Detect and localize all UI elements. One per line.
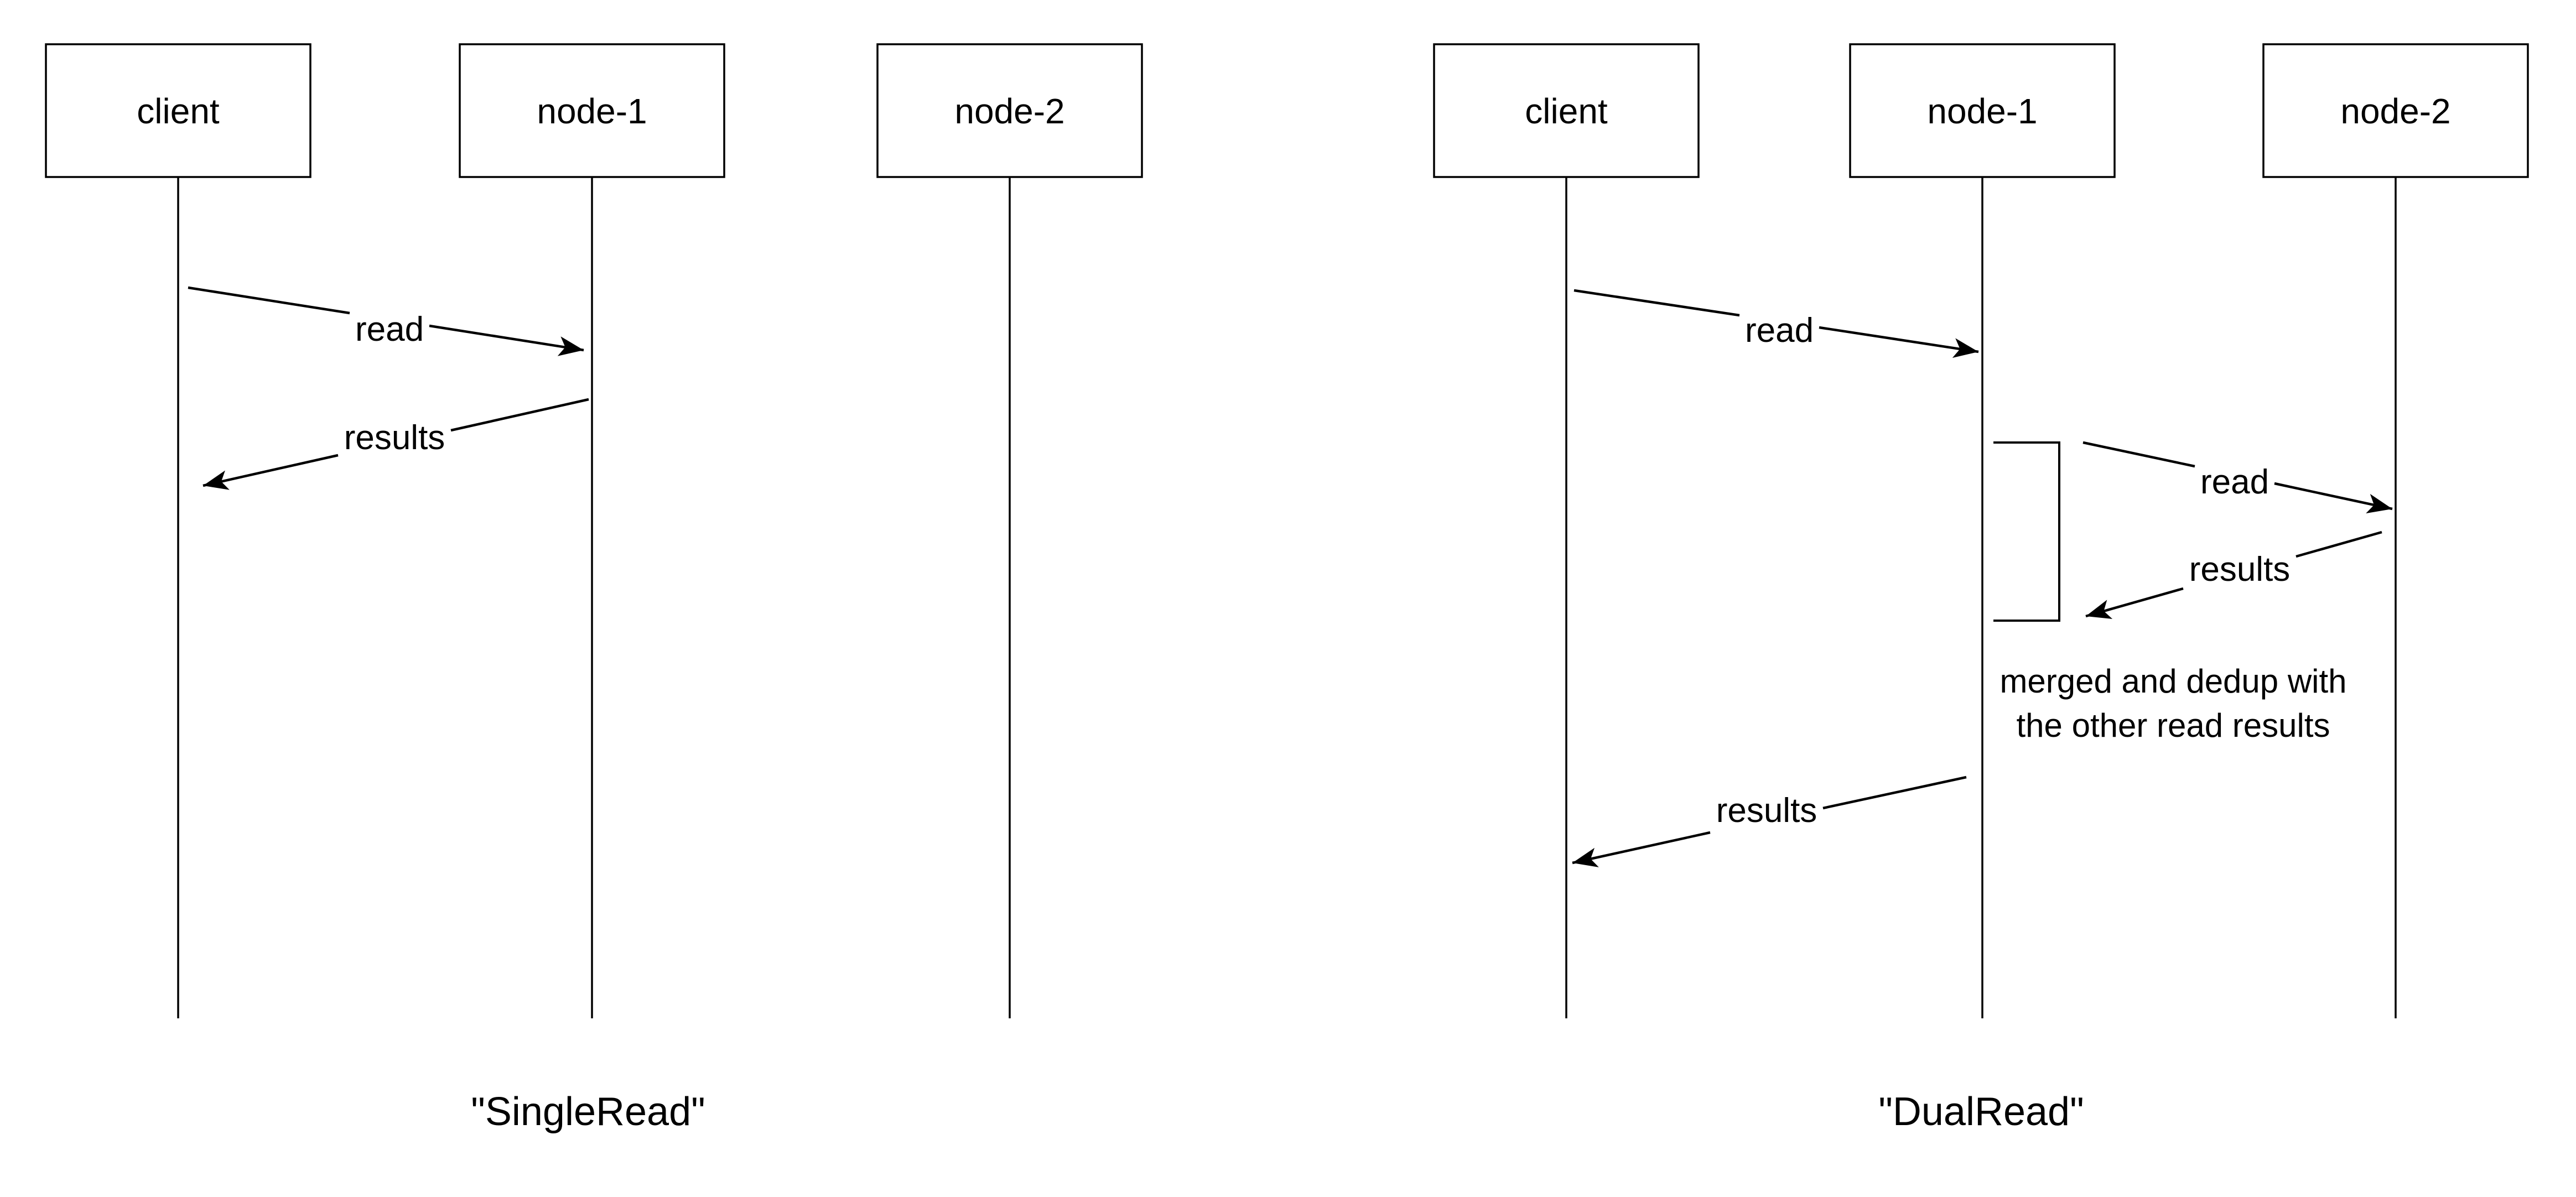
message-label: read bbox=[355, 310, 424, 348]
message-label: results bbox=[344, 419, 445, 457]
message-label: results bbox=[2189, 550, 2291, 589]
activation-bracket-node-1 bbox=[1993, 441, 2060, 622]
actor-node-2: node-2 bbox=[876, 43, 1143, 178]
message-read-client-to-node1: read bbox=[1573, 289, 1979, 358]
note-line-2: the other read results bbox=[2017, 707, 2330, 744]
message-label: results bbox=[1716, 792, 1817, 830]
actor-node-1: node-1 bbox=[1849, 43, 2116, 178]
message-read-node1-to-node2: read bbox=[2082, 441, 2393, 514]
actor-client: client bbox=[1433, 43, 1700, 178]
actor-box-client bbox=[45, 43, 311, 178]
message-read-client-to-node1: read bbox=[188, 286, 584, 356]
actor-label-node-2: node-2 bbox=[2340, 91, 2450, 131]
message-label: read bbox=[2200, 463, 2269, 501]
message-results-node2-to-node1: results bbox=[2085, 530, 2382, 620]
actor-node-2: node-2 bbox=[2262, 43, 2529, 178]
message-line bbox=[1822, 776, 1967, 810]
diagram-singleread: client node-1 node-2 read results bbox=[45, 43, 1143, 1134]
actor-label-client: client bbox=[137, 91, 220, 131]
message-line-arrow bbox=[2274, 482, 2393, 514]
diagram-caption-dualread: "DualRead" bbox=[1878, 1090, 2084, 1134]
note-line-1: merged and dedup with bbox=[1999, 663, 2346, 700]
message-results-node1-to-client: results bbox=[202, 398, 589, 490]
actor-label-node-1: node-1 bbox=[537, 91, 647, 131]
message-label: read bbox=[1745, 311, 1814, 350]
message-line bbox=[188, 286, 350, 315]
actor-label-client: client bbox=[1525, 91, 1608, 131]
message-line-arrow bbox=[2085, 587, 2184, 620]
actor-box-client bbox=[1433, 43, 1700, 178]
diagram-caption-singleread: "SingleRead" bbox=[471, 1090, 705, 1134]
message-line-arrow bbox=[1819, 326, 1979, 358]
actor-node-1: node-1 bbox=[459, 43, 725, 178]
actor-box-node-1 bbox=[1849, 43, 2116, 178]
message-line bbox=[2295, 530, 2382, 558]
diagram-dualread: client node-1 node-2 read r bbox=[1433, 43, 2529, 1134]
actor-box-node-1 bbox=[459, 43, 725, 178]
actor-label-node-1: node-1 bbox=[1927, 91, 2037, 131]
message-line-arrow bbox=[202, 454, 339, 490]
actor-client: client bbox=[45, 43, 311, 178]
message-line bbox=[2082, 441, 2195, 468]
message-line-arrow bbox=[429, 324, 584, 356]
note-merged-dedup: merged and dedup with the other read res… bbox=[1999, 663, 2346, 744]
actor-box-node-2 bbox=[876, 43, 1143, 178]
message-line bbox=[1573, 289, 1740, 317]
message-results-node1-to-client: results bbox=[1572, 776, 1967, 867]
actor-box-node-2 bbox=[2262, 43, 2529, 178]
actor-label-node-2: node-2 bbox=[954, 91, 1064, 131]
message-line-arrow bbox=[1572, 831, 1711, 867]
message-line bbox=[450, 398, 589, 432]
